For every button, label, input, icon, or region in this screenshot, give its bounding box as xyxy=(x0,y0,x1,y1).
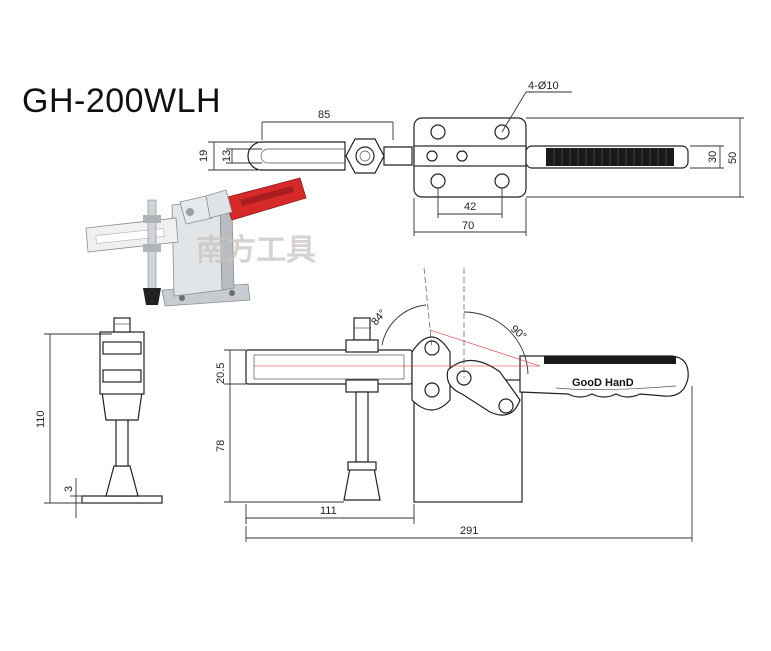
dim-111-label: 111 xyxy=(320,505,337,517)
dim-50-label: 50 xyxy=(727,152,739,164)
dim-70-label: 70 xyxy=(462,220,474,232)
dim-19-label: 19 xyxy=(198,150,210,162)
front-view: GooD HanD 84° 90° 20.5 78 111 xyxy=(215,267,693,542)
dim-3-label: 3 xyxy=(63,486,75,492)
dim-85-label: 85 xyxy=(318,109,330,121)
side-view: 110 3 xyxy=(35,317,163,518)
dim-20-5-label: 20.5 xyxy=(215,363,227,384)
watermark-text: 南方工具 xyxy=(196,233,316,268)
brand-label: GooD HanD xyxy=(572,377,634,389)
clamp-photo xyxy=(85,177,307,307)
dim-30-label: 30 xyxy=(707,151,719,163)
model-title: GH-200WLH xyxy=(22,82,222,120)
top-view: 85 19 13 42 70 3 xyxy=(198,80,744,236)
dim-42-label: 42 xyxy=(464,201,476,213)
dim-110-label: 110 xyxy=(35,410,47,428)
dim-291-label: 291 xyxy=(460,525,478,537)
angle-84-label: 84° xyxy=(369,307,389,327)
dim-78-label: 78 xyxy=(215,440,227,452)
dim-13-label: 13 xyxy=(221,150,233,162)
angle-90-label: 90° xyxy=(508,323,528,343)
hole-callout-label: 4-Ø10 xyxy=(528,80,559,92)
